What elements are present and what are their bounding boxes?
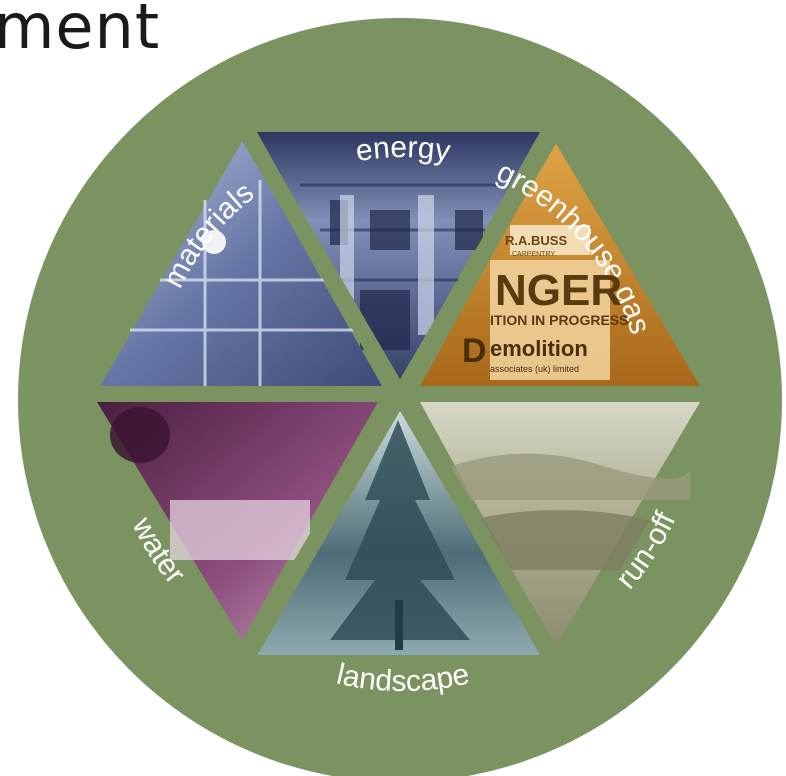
segment-water	[97, 402, 378, 640]
segment-run-off	[420, 402, 700, 648]
page-heading: ment	[0, 0, 161, 63]
sign-brand: emolition	[490, 336, 588, 361]
sign-plate: R.A.BUSS	[505, 233, 567, 248]
danger-sign: R.A.BUSS CARPENTRY NGER ITION IN PROGRES…	[462, 233, 628, 374]
segment-greenhouse-gas	[420, 142, 700, 386]
sign-line1: NGER	[495, 266, 622, 315]
sign-plate-sub: CARPENTRY	[512, 251, 555, 258]
label-energy: energy	[353, 131, 452, 168]
sign-sub: associates (uk) limited	[490, 364, 579, 374]
segment-landscape	[257, 402, 540, 655]
segment-materials	[100, 140, 382, 386]
divider-lines	[90, 123, 710, 667]
sign-line2: ITION IN PROGRESS	[490, 312, 628, 328]
sign-brand-initial: D	[462, 332, 487, 370]
segment-energy	[257, 132, 540, 385]
